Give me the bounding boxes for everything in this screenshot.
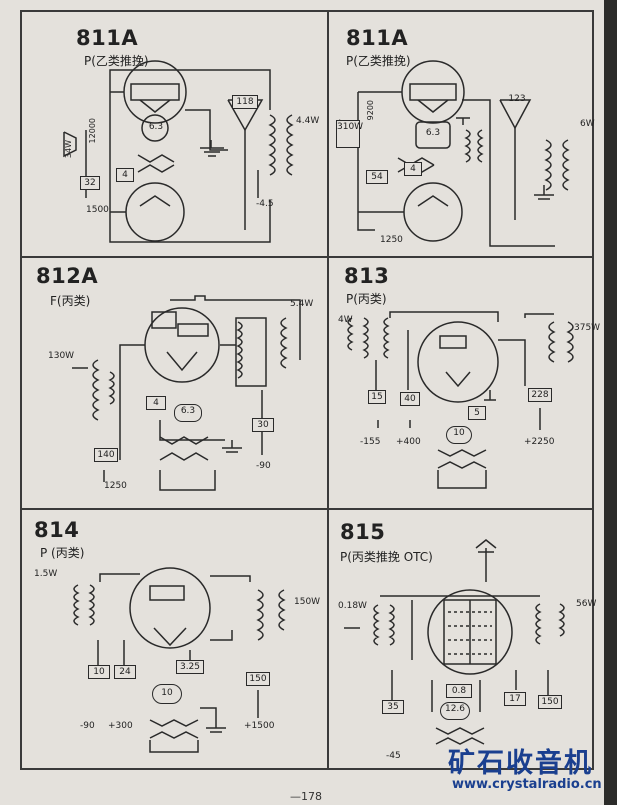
panel-813-title: 813 [344,264,390,288]
panel-812a-label-h: -90 [256,461,271,471]
panel-813-label-j: +2250 [524,437,555,447]
panel-813-label-a: 4W [338,315,353,325]
panel-811a-right-label-c: 6.3 [425,128,441,138]
panel-812a-label-g: 1250 [104,481,127,491]
watermark-brand: 矿石收音机 [448,748,593,779]
panel-815-label-b: 56W [576,599,597,609]
panel-812a-label-b: 5.4W [290,299,314,309]
panel-814-label-h: -90 [80,721,95,731]
panel-813-value-box-c: 15 [368,390,386,404]
panel-814-label-b: 150W [294,597,321,607]
panel-815-label-h: -45 [386,751,401,761]
panel-812a-subtitle: F(丙类) [50,294,91,308]
panel-813-label-h: -155 [360,437,381,447]
page-number: —178 [290,790,322,803]
panel-814-subtitle: P (丙类) [40,546,85,560]
grid-divider-vertical [327,10,329,770]
panel-815-value-box-f: 17 [504,692,526,706]
panel-814-value-box-f: 10 [152,684,182,704]
panel-814-label-j: +1500 [244,721,275,731]
panel-815-value-box-c: 35 [382,700,404,714]
panel-811a-left-label-i: -4.5 [256,199,274,209]
panel-814-title: 814 [34,518,80,542]
panel-813-value-box-d: 40 [400,392,420,406]
grid-divider-row-1 [20,256,594,258]
panel-811a-right-value-box-g: 4 [404,162,422,176]
panel-815-value-box-e: 12.6 [440,702,470,720]
panel-813-subtitle: P(丙类) [346,292,387,306]
panel-815-title: 815 [340,520,386,544]
panel-814-value-box-g: 150 [246,672,270,686]
panel-813-label-b: 375W [574,323,601,333]
panel-814-label-i: +300 [108,721,133,731]
panel-811a-right-value-box-d: 310W [336,120,363,148]
panel-813-value-box-f: 10 [446,426,472,444]
panel-814-value-box-e: 3.25 [176,660,204,674]
panel-815-subtitle: P(丙类推挽 OTC) [340,550,433,564]
panel-815-value-box-d: 0.8 [446,684,472,698]
panel-812a-value-box-c: 4 [146,396,166,410]
panel-811a-left-label-c: 6.3 [148,122,164,132]
diagram-grid [20,10,594,770]
panel-813-value-box-g: 228 [528,388,552,402]
panel-811a-right-value-box-f: 54 [366,170,388,184]
panel-813-label-i: +400 [396,437,421,447]
book-edge [604,0,617,805]
panel-811a-left-value-box-a: 118 [232,95,258,109]
panel-811a-right-subtitle: P(乙类推挽) [346,54,411,68]
panel-813-value-box-e: 5 [468,406,486,420]
panel-814-value-box-d: 24 [114,665,136,679]
panel-811a-left-label-h: 1500 [86,205,109,215]
panel-812a-label-a: 130W [48,351,75,361]
panel-814-value-box-c: 10 [88,665,110,679]
panel-811a-left-value-box-f: 4 [116,168,134,182]
panel-811a-right-title: 811A [346,26,409,50]
panel-812a-title: 812A [36,264,99,288]
panel-811a-left-value-box-g: 32 [80,176,100,190]
panel-811a-left-label-b: 4.4W [296,116,320,126]
panel-811a-left-subtitle: P(乙类推挽) [84,54,149,68]
panel-812a-value-box-d: 6.3 [174,404,202,422]
panel-811a-right-label-a: 123 [508,94,526,104]
panel-814-label-a: 1.5W [34,569,58,579]
panel-811a-left-title: 811A [76,26,139,50]
panel-815-label-a: 0.18W [338,601,367,611]
panel-811a-right-label-b: 6W [580,119,595,129]
panel-812a-value-box-f: 30 [252,418,274,432]
watermark-url: www.crystalradio.cn [452,777,602,792]
panel-812a-value-box-e: 140 [94,448,118,462]
panel-815-value-box-g: 150 [538,695,562,709]
grid-divider-row-2 [20,508,594,510]
panel-811a-right-label-h: 1250 [380,235,403,245]
